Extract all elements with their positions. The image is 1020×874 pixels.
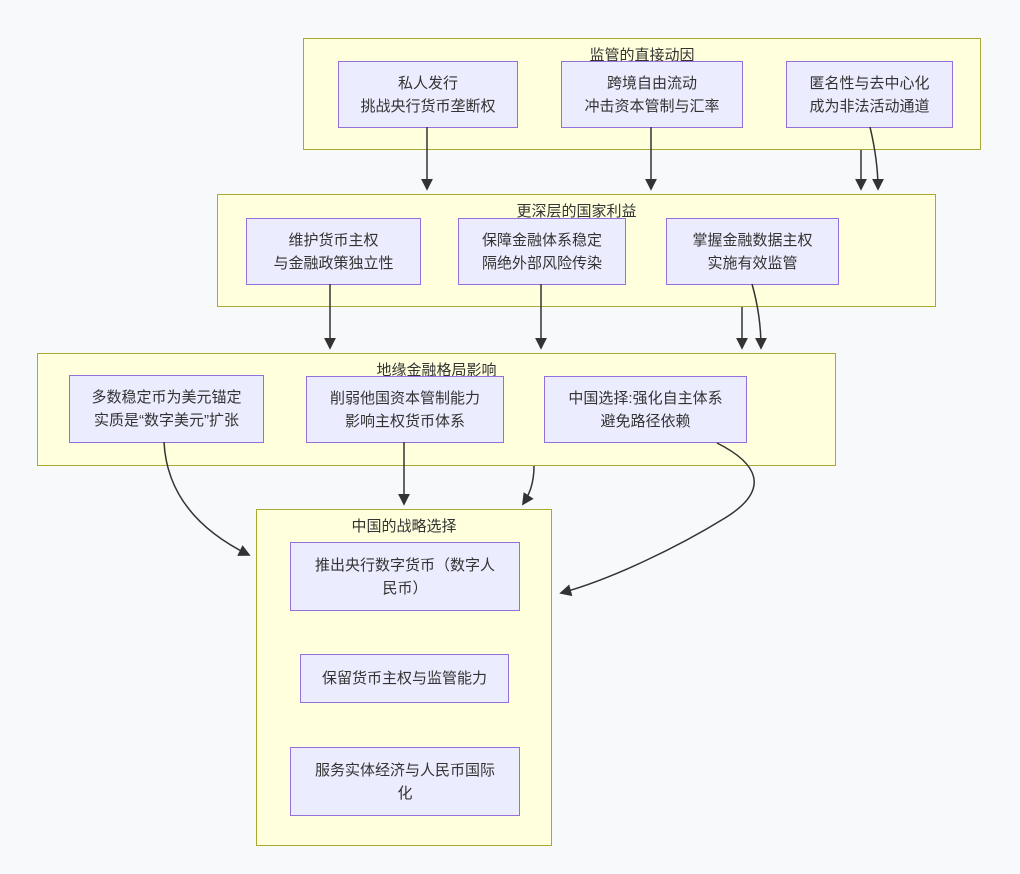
node-china-choice-autonomy: 中国选择:强化自主体系 避免路径依赖 (544, 376, 747, 443)
node-anonymity-decentralization: 匿名性与去中心化 成为非法活动通道 (786, 61, 953, 128)
node-retain-sovereignty-regulation: 保留货币主权与监管能力 (300, 654, 509, 703)
cluster-geofinancial-impact: 地缘金融格局影响 多数稳定币为美元锚定 实质是“数字美元”扩张 削弱他国资本管制… (37, 353, 836, 466)
cluster-direct-regulation-motives: 监管的直接动因 私人发行 挑战央行货币垄断权 跨境自由流动 冲击资本管制与汇率 … (303, 38, 981, 150)
node-financial-data-sovereignty: 掌握金融数据主权 实施有效监管 (666, 218, 839, 285)
node-serve-real-economy: 服务实体经济与人民币国际 化 (290, 747, 520, 816)
cluster-title-geofinancial-impact: 地缘金融格局影响 (376, 362, 497, 379)
cluster-title-direct-regulation-motives: 监管的直接动因 (589, 47, 695, 64)
node-launch-cbdc: 推出央行数字货币（数字人 民币） (290, 542, 520, 611)
cluster-title-deeper-national-interests: 更深层的国家利益 (516, 203, 637, 220)
node-usd-pegged-stablecoins: 多数稳定币为美元锚定 实质是“数字美元”扩张 (69, 375, 264, 443)
node-monetary-sovereignty: 维护货币主权 与金融政策独立性 (246, 218, 421, 285)
cluster-title-china-strategic-choice: 中国的战略选择 (351, 518, 457, 535)
cluster-china-strategic-choice: 中国的战略选择 推出央行数字货币（数字人 民币） 保留货币主权与监管能力 服务实… (256, 509, 552, 846)
edge-geo-cluster-to-china-strategy (522, 465, 535, 506)
node-private-issuance: 私人发行 挑战央行货币垄断权 (338, 61, 518, 128)
node-financial-stability: 保障金融体系稳定 隔绝外部风险传染 (458, 218, 626, 285)
node-weaken-capital-controls: 削弱他国资本管制能力 影响主权货币体系 (306, 376, 504, 443)
node-crossborder-flow: 跨境自由流动 冲击资本管制与汇率 (561, 61, 743, 128)
cluster-deeper-national-interests: 更深层的国家利益 维护货币主权 与金融政策独立性 保障金融体系稳定 隔绝外部风险… (217, 194, 936, 307)
